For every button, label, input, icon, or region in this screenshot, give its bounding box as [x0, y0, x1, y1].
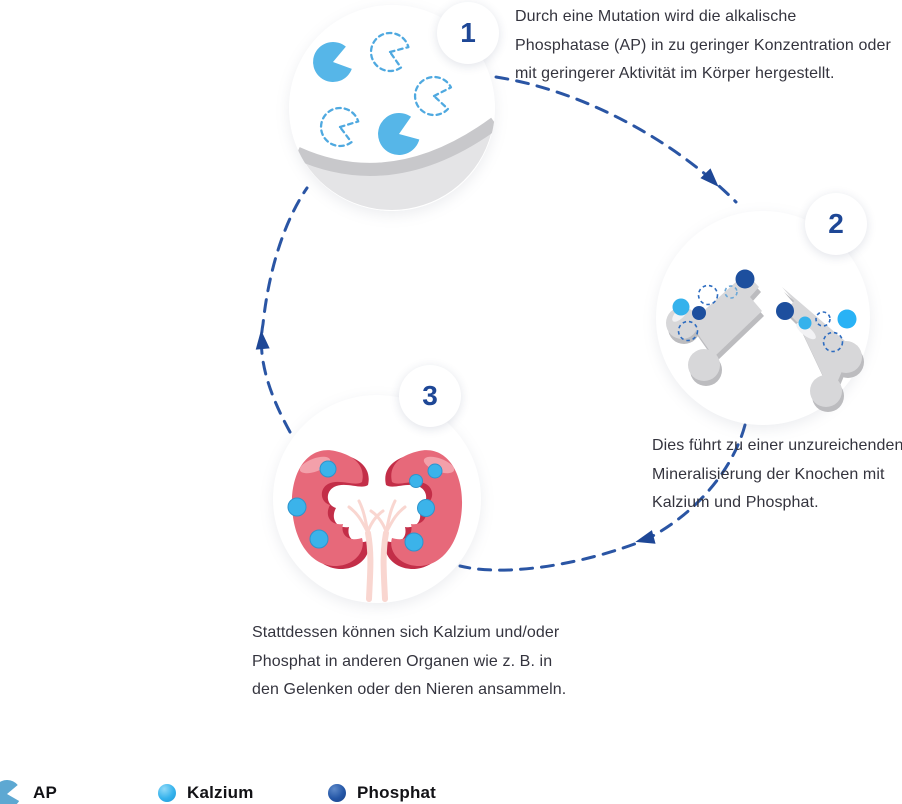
- dish-rim: [294, 117, 495, 176]
- step-1-number: 1: [460, 17, 476, 48]
- step-3-description-line: den Gelenken oder den Nieren ansammeln.: [252, 681, 567, 698]
- step1-enzyme-circle: [289, 5, 495, 211]
- arrowhead-step2-to-step3-icon: [635, 530, 656, 544]
- kalzium-dot: [309, 529, 329, 549]
- legend-item-kalzium: Kalzium: [158, 779, 254, 804]
- missing-mineral-dot: [724, 285, 738, 299]
- missing-mineral-dot: [697, 284, 719, 306]
- ureters: [347, 499, 407, 602]
- ap-enzyme-missing-icon: [319, 106, 360, 148]
- step-2-badge: 2: [805, 193, 867, 255]
- kidney-highlight: [299, 456, 331, 474]
- broken-bone-icon: [666, 273, 862, 407]
- ap-enzyme-icon: [313, 41, 352, 82]
- kalzium-dot: [427, 463, 443, 479]
- arrowhead-step1-to-step2-icon: [700, 168, 719, 187]
- ap-enzyme-icon: [378, 113, 420, 155]
- phosphat-dot: [776, 302, 794, 320]
- step-3-description: Stattdessen können sich Kalzium und/oder…: [252, 619, 566, 705]
- step-1-description: Durch eine Mutation wird die alkalische …: [515, 3, 891, 89]
- missing-mineral-dot: [815, 311, 831, 327]
- ap-enzymes-illustration: [289, 5, 495, 211]
- kalzium-dot: [404, 532, 424, 552]
- arrow-step1-to-step2: [494, 75, 738, 204]
- legend-label-phosphat: Phosphat: [357, 783, 437, 802]
- broken-bone-illustration: [666, 269, 864, 412]
- dish-shadow: [301, 125, 493, 210]
- step-2-description-line: Dies führt zu einer unzureichenden: [652, 437, 902, 454]
- kalzium-dot: [798, 316, 812, 330]
- step-3-description-line: Stattdessen können sich Kalzium und/oder: [252, 624, 560, 641]
- ap-enzyme-icon: [0, 779, 20, 804]
- missing-mineral-dot: [677, 320, 699, 342]
- kidneys-illustration: [287, 450, 463, 602]
- ap-enzyme-missing-icon: [413, 75, 453, 117]
- legend-item-ap: AP: [0, 779, 57, 804]
- step-2-number: 2: [828, 208, 844, 239]
- step-2-description-line: Mineralisierung der Knochen mit: [652, 465, 885, 483]
- step-3-badge: 3: [399, 365, 461, 427]
- step-3-number: 3: [422, 380, 438, 411]
- arrowhead-step3-to-step1-icon: [255, 330, 270, 350]
- step-1-description-line: mit geringerer Aktivität im Körper herge…: [515, 65, 835, 82]
- step2-bone-circle: [656, 211, 870, 425]
- kalzium-dot: [287, 497, 307, 517]
- phosphat-icon: [328, 784, 346, 802]
- kalzium-dot: [409, 474, 423, 488]
- kalzium-dot: [837, 309, 857, 329]
- kalzium-icon: [158, 784, 176, 802]
- legend-item-phosphat: Phosphat: [328, 779, 436, 804]
- kalzium-dot: [319, 460, 337, 478]
- step-2-description-line: Kalzium und Phosphat.: [652, 494, 819, 511]
- kalzium-dot: [417, 499, 435, 517]
- step-1-description-line: Phosphatase (AP) in zu geringer Konzentr…: [515, 36, 891, 54]
- phosphat-dot: [692, 306, 706, 320]
- missing-mineral-dot: [822, 331, 844, 353]
- phosphat-dot: [735, 269, 755, 289]
- kalzium-dot: [672, 298, 690, 316]
- step-2-description: Dies führt zu einer unzureichenden Miner…: [652, 432, 902, 518]
- step-1-description-line: Durch eine Mutation wird die alkalische: [515, 8, 797, 25]
- step-1-badge: 1: [437, 2, 499, 64]
- ap-enzyme-missing-icon: [369, 31, 410, 73]
- legend-label-ap: AP: [33, 783, 58, 802]
- step3-kidney-circle: [273, 395, 481, 603]
- step-3-description-line: Phosphat in anderen Organen wie z. B. in: [252, 652, 553, 670]
- legend-label-kalzium: Kalzium: [187, 783, 254, 802]
